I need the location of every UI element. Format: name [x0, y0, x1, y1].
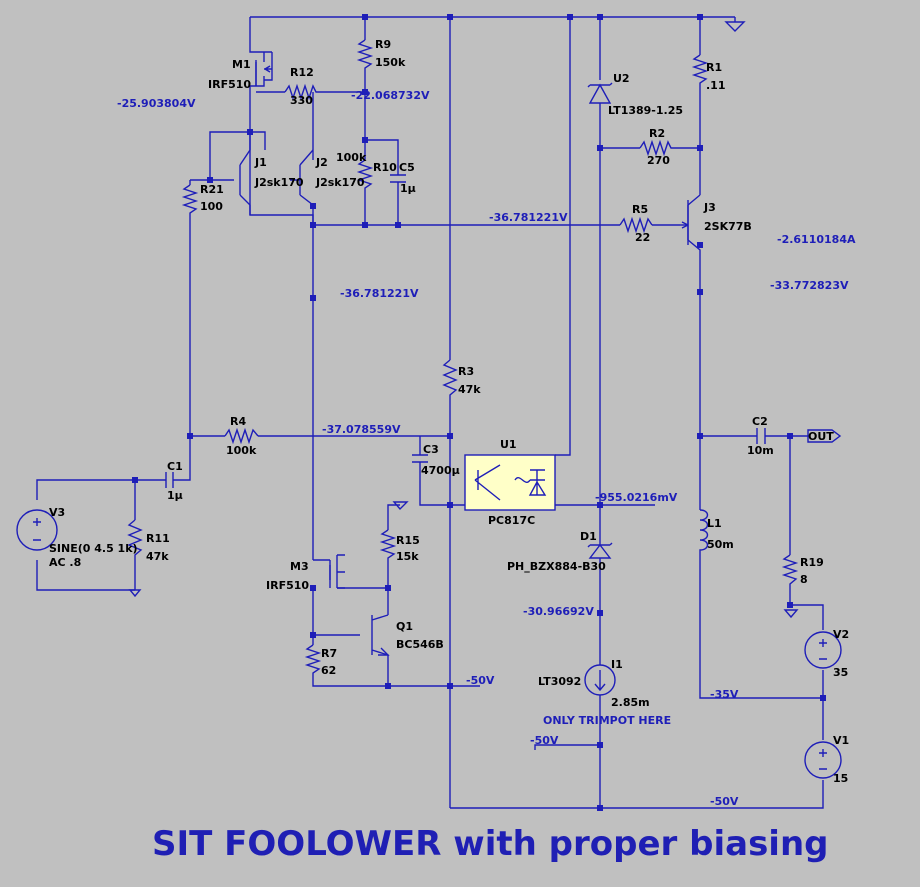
net-label-n3: -36.781221V [489, 211, 568, 224]
net-label-n5: -2.6110184A [777, 233, 856, 246]
j3-value: 2SK77B [704, 220, 752, 233]
r15-value: 15k [396, 550, 419, 563]
j1-ref: J1 [254, 156, 267, 169]
r4-ref: R4 [230, 415, 246, 428]
l1-value: 50m [707, 538, 734, 551]
component-labels: M1 IRF510 R12 330 R9 150k J1 J2sk170 J2 … [49, 38, 849, 785]
j2-value: J2sk170 [315, 176, 365, 189]
optocoupler-u1-symbol [464, 454, 556, 511]
inductor-l1-symbol [699, 509, 709, 555]
m3-value: IRF510 [266, 579, 309, 592]
u2-value: LT1389-1.25 [608, 104, 683, 117]
v1-ref: V1 [833, 734, 849, 747]
capacitor-symbols [165, 174, 766, 488]
net-label-n6: -33.772823V [770, 279, 849, 292]
diagram-title: SIT FOOLOWER with proper biasing [152, 824, 829, 864]
i1-current: 2.85m [611, 696, 650, 709]
current-source-symbol [584, 664, 616, 696]
j3-ref: J3 [703, 201, 716, 214]
r3-value: 47k [458, 383, 481, 396]
r15-ref: R15 [396, 534, 420, 547]
r2-ref: R2 [649, 127, 665, 140]
v3-value: SINE(0 4.5 1k) [49, 542, 138, 555]
r9-ref: R9 [375, 38, 391, 51]
q1-value: BC546B [396, 638, 444, 651]
r19-value: 8 [800, 573, 808, 586]
v2-ref: V2 [833, 628, 849, 641]
r4-value: 100k [226, 444, 257, 457]
r11-value: 47k [146, 550, 169, 563]
r10-value: 100k [336, 151, 367, 164]
c3-value: 4700µ [421, 464, 460, 477]
net-label-n9: -30.96692V [523, 605, 594, 618]
d1-ref: D1 [580, 530, 597, 543]
c2-ref: C2 [752, 415, 768, 428]
net-label-n7: -37.078559V [322, 423, 401, 436]
r7-ref: R7 [321, 647, 337, 660]
m3-ref: M3 [290, 560, 309, 573]
i1-ref: I1 [611, 658, 623, 671]
c5-value: 1µ [400, 182, 416, 195]
r19-ref: R19 [800, 556, 824, 569]
mosfet-m1-symbol [255, 51, 273, 86]
trimpot-note: ONLY TRIMPOT HERE [543, 714, 671, 727]
r7-value: 62 [321, 664, 336, 677]
r12-ref: R12 [290, 66, 314, 79]
r3-ref: R3 [458, 365, 474, 378]
m1-ref: M1 [232, 58, 251, 71]
r10-ref: R10 [373, 161, 397, 174]
r21-value: 100 [200, 200, 223, 213]
net-labels: -25.903804V -22.068732V -36.781221V -36.… [117, 89, 856, 808]
c2-value: 10m [747, 444, 774, 457]
c3-ref: C3 [423, 443, 439, 456]
l1-ref: L1 [707, 517, 722, 530]
wires [36, 16, 824, 809]
v3-ref: V3 [49, 506, 65, 519]
v3-ac-value: AC .8 [49, 556, 81, 569]
jfet-j3-symbol [681, 200, 689, 245]
u2-ref: U2 [613, 72, 630, 85]
r12-value: 330 [290, 94, 313, 107]
zener-d1-symbol [587, 542, 613, 559]
m1-value: IRF510 [208, 78, 251, 91]
resistor-symbols [127, 39, 799, 675]
c1-ref: C1 [167, 460, 183, 473]
c1-value: 1µ [167, 489, 183, 502]
r11-ref: R11 [146, 532, 170, 545]
net-label-n11: -35V [710, 688, 739, 701]
r1-value: .11 [706, 79, 726, 92]
net-label-n1: -25.903804V [117, 97, 196, 110]
r2-value: 270 [647, 154, 670, 167]
j1-value: J2sk170 [254, 176, 304, 189]
net-label-n2: -22.068732V [351, 89, 430, 102]
net-label-n13: -50V [710, 795, 739, 808]
voltage-source-symbols [16, 509, 842, 779]
c5-ref: C5 [399, 161, 415, 174]
d1-value: PH_BZX884-B30 [507, 560, 606, 573]
r5-ref: R5 [632, 203, 648, 216]
v2-value: 35 [833, 666, 848, 679]
net-label-n4: -36.781221V [340, 287, 419, 300]
out-port-label: OUT [808, 430, 834, 443]
q1-ref: Q1 [396, 620, 413, 633]
j2-ref: J2 [315, 156, 328, 169]
out-port-symbol [807, 429, 842, 443]
zener-u2-symbol [587, 82, 613, 104]
net-label-n8: -955.0216mV [595, 491, 678, 504]
i1-value: LT3092 [538, 675, 581, 688]
u1-ref: U1 [500, 438, 517, 451]
u1-value: PC817C [488, 514, 535, 527]
net-label-n12: -50V [530, 734, 559, 747]
junction-dots [132, 14, 826, 811]
bjt-q1-symbol [378, 647, 390, 656]
v1-value: 15 [833, 772, 848, 785]
net-label-n10: -50V [466, 674, 495, 687]
r1-ref: R1 [706, 61, 722, 74]
r5-value: 22 [635, 231, 650, 244]
mosfet-m3-symbol [329, 554, 345, 589]
r21-ref: R21 [200, 183, 224, 196]
r9-value: 150k [375, 56, 406, 69]
